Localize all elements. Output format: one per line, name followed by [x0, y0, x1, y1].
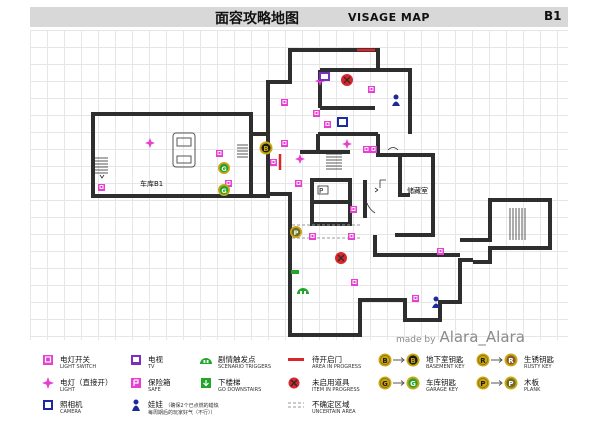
floor-plan: P 车库B1 储藏室	[91, 48, 552, 337]
legend: 电灯开关 LIGHT SWITCH 电灯（直接开） LIGHT 照相机 CAME…	[30, 346, 568, 422]
dashed-line-icon	[288, 402, 304, 408]
svg-text:B: B	[410, 357, 415, 365]
credit-made-by: made by	[396, 335, 436, 345]
garage-key-icon-2: G	[218, 184, 230, 196]
plank-swap-icon: P P	[476, 376, 518, 390]
storage-walls	[390, 153, 435, 237]
basement-key-swap-icon: B B	[378, 353, 420, 367]
svg-text:P: P	[294, 229, 299, 237]
svg-text:G: G	[382, 380, 388, 388]
garage-stairs-icon	[95, 157, 108, 179]
svg-text:B: B	[263, 145, 268, 153]
car-icon	[172, 132, 196, 168]
light-switch-icon	[43, 355, 53, 365]
credit-author: Alara_Alara	[439, 328, 525, 346]
camera-icon	[43, 400, 53, 410]
right-stairs-icon	[509, 208, 526, 240]
downstairs-icon	[201, 378, 211, 388]
locked-door-icon	[288, 358, 304, 361]
svg-text:P: P	[480, 380, 485, 388]
safe-icon	[131, 378, 141, 388]
corner-stairs-icon	[237, 144, 248, 158]
map-title-cn: 面容攻略地图	[215, 11, 299, 27]
small-room-tag: P	[319, 187, 323, 195]
basement-key-icon: B	[259, 141, 273, 155]
hall-stairs-icon	[326, 153, 342, 170]
camera-icon	[337, 117, 348, 127]
garage-walls	[91, 112, 253, 198]
svg-text:R: R	[480, 357, 486, 365]
title-bar: 面容攻略地图 VISAGE MAP B1	[30, 7, 568, 27]
map-title-en: VISAGE MAP	[348, 11, 430, 24]
doll-icons	[392, 94, 440, 308]
door-icons	[317, 147, 399, 214]
hall-walls	[266, 178, 473, 337]
garage-key-swap-icon: G G	[378, 376, 420, 390]
garage-key-icon-1: G	[218, 162, 230, 174]
uncertain-area	[292, 224, 362, 239]
plank-icon: P	[290, 226, 302, 238]
svg-text:P: P	[508, 380, 513, 388]
scenario-trigger-icon	[200, 358, 212, 364]
svg-text:G: G	[221, 187, 226, 195]
right-corridor-walls	[460, 198, 552, 264]
lower-right-walls	[373, 235, 460, 257]
svg-text:B: B	[382, 357, 387, 365]
svg-text:G: G	[410, 380, 416, 388]
item-in-progress-icon	[335, 74, 353, 264]
svg-text:G: G	[221, 165, 226, 173]
room-storage-label: 储藏室	[407, 186, 428, 195]
light-icon	[42, 377, 54, 389]
item-in-progress-icon	[288, 377, 300, 389]
right-section-walls	[376, 134, 410, 197]
locked-doors	[278, 48, 375, 170]
tv-icon	[131, 355, 141, 365]
room-garage-label: 车库B1	[140, 179, 163, 188]
top-room-walls	[266, 48, 412, 134]
svg-text:R: R	[508, 357, 514, 365]
doll-icon	[132, 399, 140, 411]
garage-connector	[251, 132, 270, 198]
tv-icon	[319, 72, 330, 81]
walls	[91, 48, 552, 337]
rusty-key-swap-icon: R R	[476, 353, 518, 367]
scenario-trigger-icons	[297, 288, 309, 294]
floor-label: B1	[544, 9, 562, 23]
green-bar-icon	[291, 270, 299, 274]
